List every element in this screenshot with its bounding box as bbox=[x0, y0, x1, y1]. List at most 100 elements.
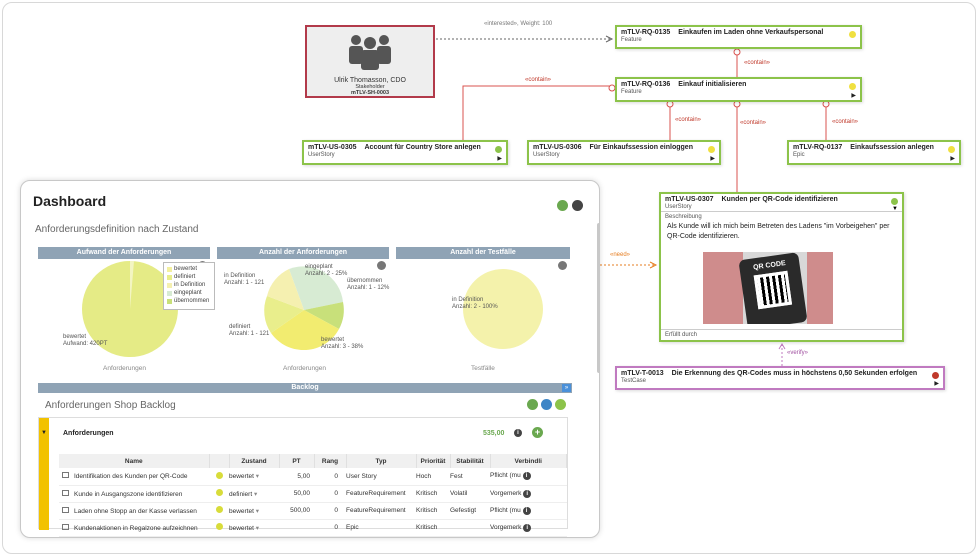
dashboard-window: Dashboard Anforderungsdefinition nach Zu… bbox=[20, 180, 600, 538]
card-type: UserStory bbox=[661, 203, 902, 212]
backlog-title: Anforderungen Shop Backlog bbox=[45, 400, 176, 411]
status-dot bbox=[932, 372, 939, 379]
add-icon[interactable]: + bbox=[532, 427, 543, 438]
gear-icon[interactable] bbox=[377, 261, 386, 270]
pie-count-slice-bewertet bbox=[271, 310, 339, 351]
col-header[interactable]: Rang bbox=[314, 454, 347, 468]
info-icon[interactable]: i bbox=[523, 523, 532, 532]
people-icon bbox=[349, 35, 391, 70]
gear-icon[interactable] bbox=[558, 261, 567, 270]
card-title: Die Erkennung des QR-Codes muss in höchs… bbox=[671, 370, 918, 377]
refresh-icon[interactable] bbox=[557, 200, 568, 211]
section-title: Anforderungsdefinition nach Zustand bbox=[35, 224, 199, 235]
qr-code-photo: QR CODE bbox=[703, 252, 833, 324]
status-dot bbox=[215, 506, 223, 513]
contain-label: «contain» bbox=[832, 119, 859, 125]
card-t-0013[interactable]: mTLV-T-0013 Die Erkennung des QR-Codes mu… bbox=[615, 366, 945, 390]
col-header[interactable]: PT bbox=[279, 454, 315, 468]
stakeholder-card[interactable]: Ulrik Thomasson, CDO Stakeholder mTLV-SH… bbox=[305, 25, 435, 98]
col-header[interactable]: Priorität bbox=[416, 454, 451, 468]
stakeholder-id: mTLV-SH-0003 bbox=[350, 90, 390, 96]
group-name: Anforderungen bbox=[63, 430, 114, 437]
expand-arrow-icon[interactable]: ▶ bbox=[851, 93, 856, 99]
panel-header-count: Anzahl der Anforderungen bbox=[217, 247, 389, 259]
contain-label: «contain» bbox=[744, 60, 771, 66]
collapse-arrow-icon[interactable]: ▼ bbox=[41, 430, 47, 436]
table-row[interactable]: Kundenaktionen in Regalzone aufzeichnen … bbox=[59, 519, 567, 537]
card-type: UserStory bbox=[533, 152, 560, 158]
panel-footer: Anforderungen bbox=[283, 365, 327, 372]
status-dot bbox=[215, 489, 223, 496]
group-color-bar: ▼ bbox=[39, 418, 49, 530]
refresh-icon[interactable] bbox=[527, 399, 538, 410]
col-header[interactable]: Typ bbox=[346, 454, 417, 468]
legend-item: übernommen bbox=[174, 298, 210, 304]
status-dot bbox=[849, 31, 856, 38]
interested-link-label: «interested», Weight: 100 bbox=[484, 21, 553, 27]
legend-item: definiert bbox=[174, 274, 196, 280]
col-header[interactable] bbox=[209, 454, 230, 468]
dropdown-arrow-icon[interactable]: ▾ bbox=[255, 473, 260, 481]
expand-arrow-icon[interactable]: ▶ bbox=[950, 156, 955, 162]
need-label: «need» bbox=[610, 252, 631, 258]
table-row[interactable]: Identifikation des Kunden per QR-Code be… bbox=[59, 468, 567, 486]
legend-item: in Definition bbox=[174, 282, 206, 288]
pie-effort-slice bbox=[130, 260, 134, 309]
item-icon bbox=[62, 489, 69, 496]
expand-arrow-icon[interactable]: ▶ bbox=[934, 381, 939, 387]
panel-header-tests: Anzahl der Testfälle bbox=[396, 247, 570, 259]
backlog-bar[interactable]: Backlog bbox=[38, 383, 572, 393]
filter-icon[interactable] bbox=[555, 399, 566, 410]
expand-icon[interactable]: » bbox=[562, 384, 571, 392]
expand-arrow-icon[interactable]: ▶ bbox=[497, 156, 502, 162]
status-dot bbox=[215, 523, 223, 530]
item-icon bbox=[62, 523, 69, 530]
fulfilled-by-label: Erfüllt durch bbox=[661, 329, 902, 340]
description-label: Beschreibung bbox=[665, 214, 702, 220]
stakeholder-name: Ulrik Thomasson, CDO bbox=[334, 77, 406, 84]
item-icon bbox=[62, 472, 69, 479]
card-id: mTLV-RQ-0136 bbox=[621, 81, 671, 88]
scrollbar[interactable] bbox=[597, 223, 599, 373]
menu-icon[interactable] bbox=[572, 200, 583, 211]
export-icon[interactable] bbox=[541, 399, 552, 410]
col-header[interactable]: Verbindli bbox=[490, 454, 567, 468]
qr-code-icon bbox=[753, 270, 793, 310]
status-dot bbox=[215, 471, 223, 479]
card-type: Feature bbox=[621, 89, 642, 95]
col-header[interactable]: Zustand bbox=[229, 454, 280, 468]
pie-count-slice-definiert bbox=[264, 296, 304, 333]
card-id: mTLV-T-0013 bbox=[621, 370, 664, 377]
dropdown-arrow-icon[interactable]: ▾ bbox=[253, 490, 258, 498]
info-icon[interactable]: i bbox=[523, 489, 532, 498]
card-type: Epic bbox=[793, 152, 805, 158]
collapse-arrow-icon[interactable]: ▼ bbox=[892, 206, 898, 212]
chart-legend: bewertet definiert in Definition eingepl… bbox=[163, 262, 215, 310]
group-header: Anforderungen 535,00 i + bbox=[49, 418, 567, 452]
status-dot bbox=[849, 83, 856, 90]
status-dot bbox=[708, 146, 715, 153]
expand-arrow-icon[interactable]: ▶ bbox=[710, 156, 715, 162]
info-icon[interactable]: i bbox=[522, 506, 531, 515]
info-icon[interactable]: i bbox=[514, 429, 522, 437]
col-header[interactable]: Stabilität bbox=[450, 454, 491, 468]
table-row[interactable]: Laden ohne Stopp an der Kasse verlassen … bbox=[59, 502, 567, 520]
dropdown-arrow-icon[interactable]: ▾ bbox=[255, 524, 260, 532]
dropdown-arrow-icon[interactable]: ▾ bbox=[255, 507, 260, 515]
col-header[interactable]: Name bbox=[59, 454, 210, 468]
info-icon[interactable]: i bbox=[522, 472, 531, 481]
card-type: Feature bbox=[621, 37, 642, 43]
table-row[interactable]: Kunde in Ausgangszone identifizieren def… bbox=[59, 485, 567, 503]
backlog-table: ▼ Anforderungen 535,00 i + Name Zustand … bbox=[38, 417, 568, 537]
